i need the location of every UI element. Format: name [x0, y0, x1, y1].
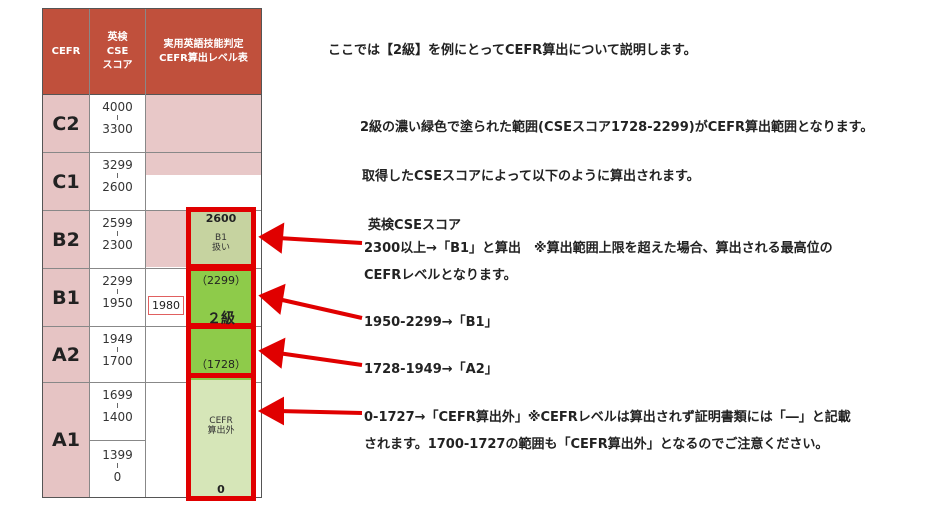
a2-range-text: 1728-1949→「A2」: [364, 362, 498, 377]
label-2299: （2299）: [196, 274, 246, 287]
label-1728: （1728）: [196, 358, 246, 371]
label-0: 0: [217, 483, 225, 496]
intro-text: ここでは【2級】を例にとってCEFR算出について説明します。: [328, 43, 697, 58]
arrowhead-a2: [258, 337, 286, 369]
pink-zone: [146, 95, 261, 175]
level-a2: A2: [52, 343, 80, 366]
arrow-a2: [277, 351, 363, 367]
score-1980-box: 1980: [148, 296, 184, 315]
arrowhead-b2: [258, 222, 285, 254]
header-cefr: CEFR: [43, 9, 89, 94]
calc-text: 取得したCSEスコアによって以下のように算出されます。: [362, 169, 700, 184]
level-column: [43, 95, 89, 497]
pink-zone-b2: [146, 210, 186, 267]
b1-range-text: 1950-2299→「B1」: [364, 315, 498, 330]
label-grade2: ２級: [207, 311, 235, 327]
header-judge: 実用英語技能判定 CEFR算出レベル表: [146, 9, 261, 94]
level-b2: B2: [52, 228, 80, 251]
level-c2: C2: [52, 112, 80, 135]
arrow-out: [277, 409, 363, 415]
arrow-b1: [277, 297, 363, 320]
arrow-b2: [277, 236, 363, 245]
b1-over-line1: 2300以上→「B1」と算出 ※算出範囲上限を超えた場合、算出される最高位の: [364, 241, 833, 256]
highlight-out: [186, 373, 256, 501]
b2-treat-zone: [190, 210, 252, 267]
range-text: 2級の濃い緑色で塗られた範囲(CSEスコア1728-2299)がCEFR算出範囲…: [360, 120, 874, 135]
cse-label: 英検CSEスコア: [368, 218, 462, 233]
b1-over-line2: CEFRレベルとなります。: [364, 268, 517, 283]
level-a1: A1: [52, 429, 80, 451]
level-c1: C1: [52, 170, 80, 193]
header-cse-score: 英検 CSE スコア: [90, 9, 145, 94]
out-line1: 0-1727→「CEFR算出外」※CEFRレベルは算出されず証明書類には「―」と…: [364, 410, 851, 425]
label-2600: 2600: [205, 212, 237, 225]
cefr-out-zone: [190, 380, 252, 497]
arrowhead-b1: [258, 283, 286, 315]
arrows: [257, 222, 363, 426]
arrowhead-out: [257, 396, 284, 426]
out-line2: されます。1700-1727の範囲も「CEFR算出外」となるのでご注意ください。: [364, 437, 829, 452]
level-b1: B1: [52, 286, 80, 309]
label-cefr-out: CEFR 算出外: [207, 416, 235, 436]
label-b1-treat: B1 扱い: [211, 233, 230, 253]
